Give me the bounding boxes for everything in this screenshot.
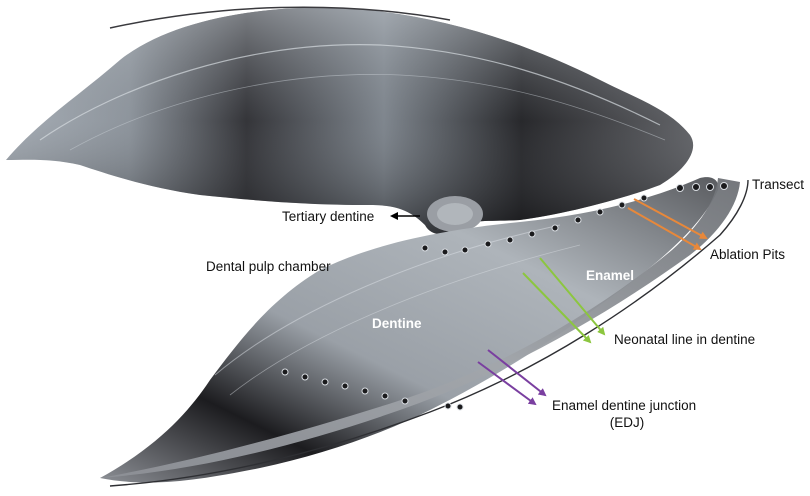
- enamel-label: Enamel: [586, 268, 635, 283]
- upper-dentine-region: [6, 6, 694, 235]
- dentine-label: Dentine: [372, 316, 422, 331]
- ablation-pit-dots: [281, 182, 728, 411]
- ablation-pits-label: Ablation Pits: [710, 247, 786, 262]
- tertiary-dentine-nodule: [427, 196, 483, 232]
- dental-pulp-chamber-label: Dental pulp chamber: [206, 259, 331, 274]
- edj-label-line2: (EDJ): [609, 415, 645, 430]
- ablation-pits-arrows: [627, 198, 708, 250]
- edj-label-line1: Enamel dentine junction: [552, 398, 697, 413]
- neonatal-line-arrows: [522, 257, 606, 344]
- neonatal-line-label: Neonatal line in dentine: [614, 332, 756, 347]
- lower-dentine-region: [100, 177, 719, 483]
- tertiary-dentine-label: Tertiary dentine: [282, 209, 375, 224]
- enamel-layer: [100, 178, 749, 487]
- edj-arrows: [477, 349, 547, 406]
- transect-label: Transect: [752, 177, 805, 192]
